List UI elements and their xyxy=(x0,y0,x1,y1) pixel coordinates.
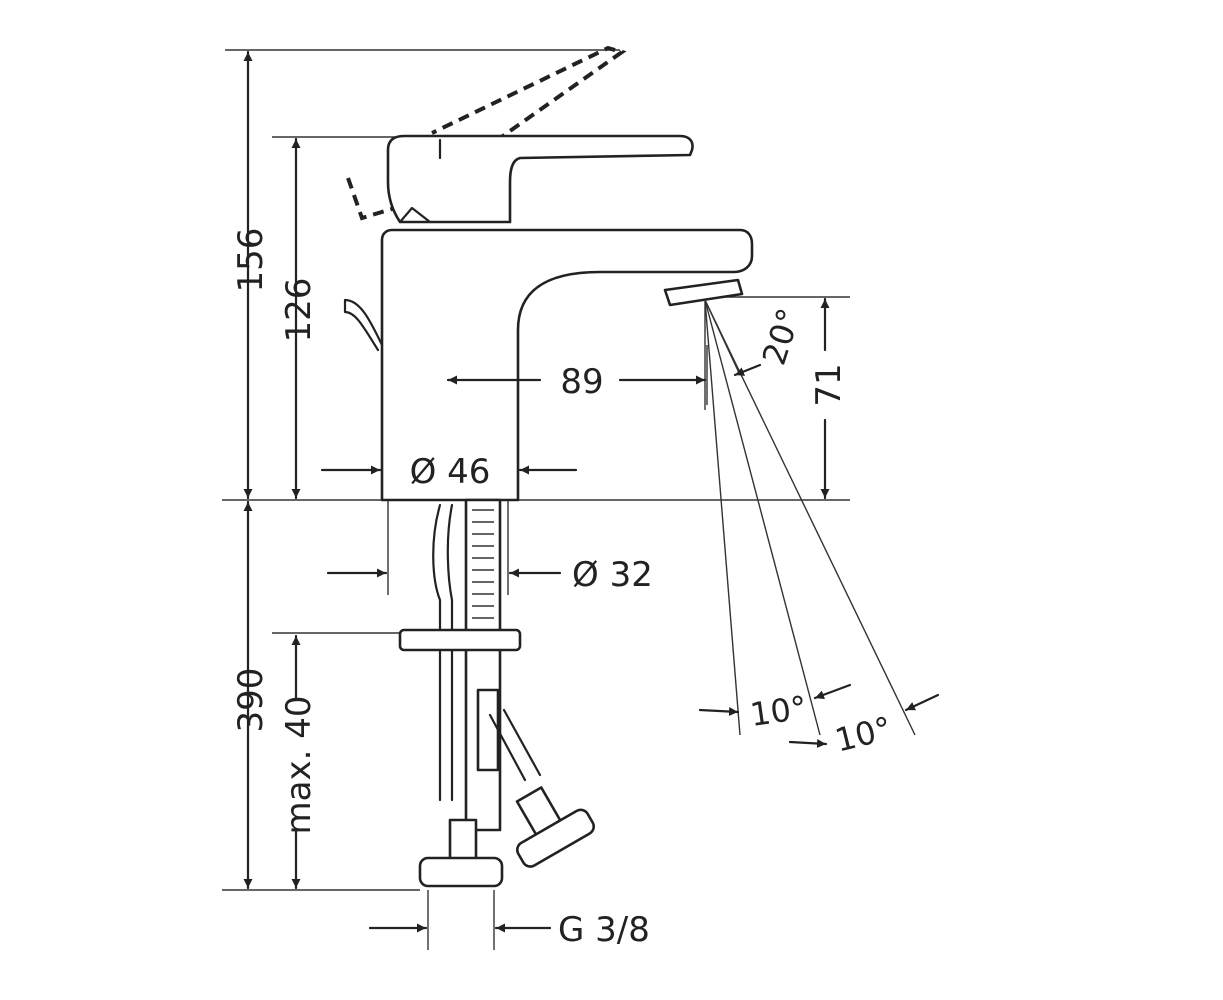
label-shank-diameter: Ø 32 xyxy=(572,555,653,595)
dimension-labels: 156 126 390 max. 40 89 71 Ø 46 Ø 32 G 3/… xyxy=(231,228,895,950)
mounting-nut xyxy=(398,628,522,652)
popup-rod xyxy=(343,298,384,352)
label-max-deck-thickness: max. 40 xyxy=(279,696,319,835)
label-below-deck-length: 390 xyxy=(231,668,271,733)
pipe-fitting-left xyxy=(448,818,478,862)
label-spout-height: 71 xyxy=(809,363,849,406)
dimension-lines xyxy=(243,50,940,933)
label-spray-angle-left: 10° xyxy=(748,688,809,734)
threaded-rod xyxy=(464,498,502,832)
connector-nut-right xyxy=(515,808,596,868)
connector-nut-left xyxy=(418,856,504,888)
label-lever-angle: 20° xyxy=(755,304,809,370)
faucet-main-body xyxy=(380,228,754,502)
lever-handle xyxy=(386,134,694,224)
label-total-height: 156 xyxy=(231,228,271,293)
label-body-diameter: Ø 46 xyxy=(410,452,491,492)
label-connection-thread: G 3/8 xyxy=(558,910,650,950)
label-spray-angle-right: 10° xyxy=(831,709,895,760)
label-spout-reach: 89 xyxy=(560,362,603,402)
mounting-assembly xyxy=(398,498,596,888)
aerator xyxy=(663,278,744,307)
label-body-height: 126 xyxy=(279,278,319,343)
raised-lever-outline xyxy=(346,45,627,221)
mounting-bracket xyxy=(476,688,500,772)
faucet-body xyxy=(343,45,754,888)
